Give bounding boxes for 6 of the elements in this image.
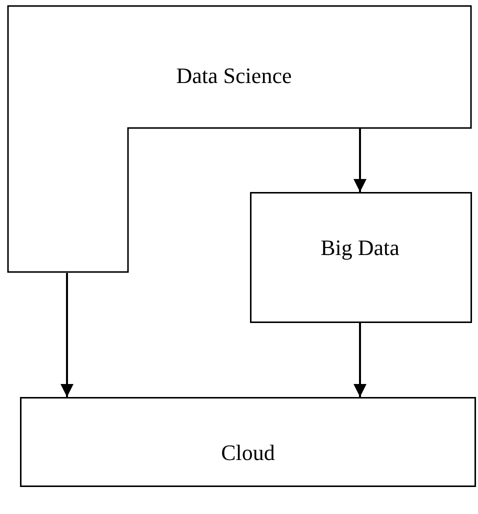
node-label: Data Science <box>176 63 292 89</box>
arrow <box>354 323 366 397</box>
arrow <box>354 128 366 192</box>
node-label: Cloud <box>221 440 275 466</box>
arrow <box>60 273 74 397</box>
node-label: Big Data <box>320 235 400 261</box>
